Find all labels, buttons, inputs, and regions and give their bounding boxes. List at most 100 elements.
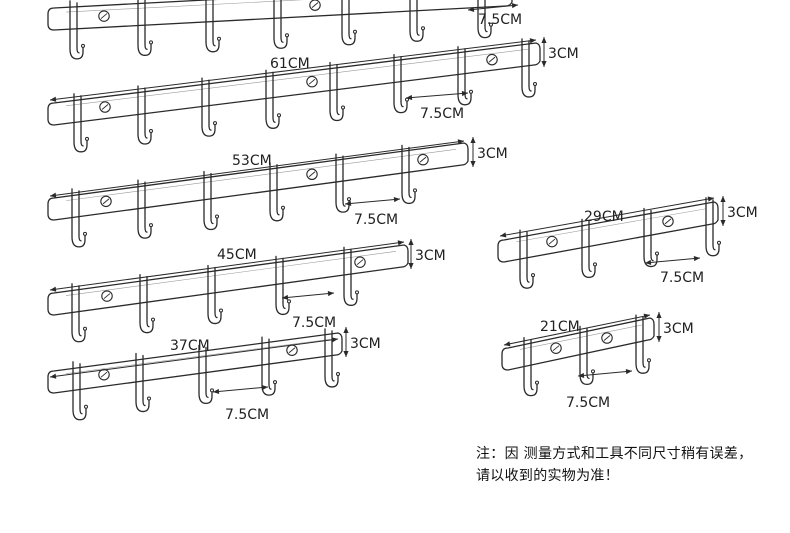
rack-bar	[47, 0, 513, 31]
hook	[521, 38, 536, 98]
hook-tip	[531, 273, 535, 278]
hook-tip	[347, 197, 351, 202]
arrow-head	[282, 294, 289, 301]
spacing-label: 7.5CM	[225, 407, 269, 423]
rack-bar	[47, 142, 469, 221]
hook	[201, 77, 216, 137]
arrow-head	[408, 263, 414, 269]
arrow-head	[50, 286, 57, 292]
arrow-head	[470, 161, 476, 167]
arrow-head	[645, 259, 652, 266]
screw-slot	[308, 171, 316, 178]
hook-tip	[535, 380, 539, 385]
arrow-head	[500, 232, 507, 238]
note-line-1: 注：因 测量方式和工具不同尺寸稍有误差，	[476, 446, 753, 462]
arrow-head	[461, 90, 468, 97]
hook	[329, 61, 344, 122]
screw-slot	[548, 238, 556, 245]
spacing-dimension-line	[344, 198, 401, 205]
hook	[519, 229, 534, 289]
hook-tip	[219, 308, 223, 313]
hook-tip	[147, 396, 151, 401]
rack-bar-highlight	[519, 324, 643, 350]
arrow-head	[331, 337, 338, 343]
rack-bar	[47, 42, 541, 126]
screw-slot	[288, 347, 296, 354]
length-dimension-line	[503, 314, 651, 346]
arrow-head	[656, 312, 662, 318]
rack-bar	[47, 244, 409, 316]
spacing-label: 7.5CM	[354, 212, 398, 228]
hook	[72, 361, 87, 421]
hook-tip	[217, 36, 221, 41]
hook-tip	[213, 121, 217, 126]
note-line-2: 请以收到的实物为准！	[476, 468, 619, 484]
spacing-label: 7.5CM	[292, 315, 336, 331]
arrow-head	[213, 388, 220, 395]
arrow-head	[345, 200, 352, 207]
hook-tip	[413, 188, 417, 193]
rack-bar-highlight	[515, 208, 707, 243]
arrow-head	[511, 3, 518, 9]
hook	[477, 0, 492, 39]
hook-tip	[85, 136, 89, 141]
spacing-dimension-line	[644, 257, 701, 264]
spacing-dimension-line	[405, 92, 469, 99]
arrow-head	[261, 384, 268, 391]
hook	[71, 283, 86, 343]
rack-bar-highlight	[65, 149, 457, 201]
height-label: 3CM	[350, 336, 381, 352]
hook-tip	[81, 43, 85, 48]
spacing-dimension-line	[577, 370, 633, 377]
hook	[137, 179, 152, 239]
spacing-label: 7.5CM	[566, 395, 610, 411]
arrow-head	[343, 327, 349, 333]
length-label: 61CM	[270, 56, 310, 72]
spacing-dimension-line	[281, 292, 335, 299]
hook	[409, 0, 424, 42]
arrow-head	[397, 240, 404, 246]
hook-tip	[421, 26, 425, 31]
spacing-dimension-line	[467, 4, 519, 11]
hook	[523, 336, 538, 397]
hook-tip	[151, 317, 155, 322]
length-label: 53CM	[232, 153, 272, 169]
length-label: 29CM	[584, 209, 624, 225]
hook	[581, 218, 596, 279]
height-label: 3CM	[548, 46, 579, 62]
arrow-head	[408, 239, 414, 245]
hook-tip	[353, 29, 357, 34]
screw-slot	[100, 13, 108, 19]
height-label: 3CM	[477, 146, 508, 162]
height-label: 3CM	[663, 321, 694, 337]
hook	[71, 188, 86, 248]
arrow-head	[470, 137, 476, 143]
hook-tip	[655, 251, 659, 256]
hook-tip	[489, 22, 493, 27]
hook-tip	[84, 404, 88, 409]
arrow-head	[50, 192, 57, 198]
screw-slot	[308, 78, 316, 85]
hook	[343, 246, 358, 306]
arrow-head	[693, 255, 700, 262]
hook-tip	[533, 81, 537, 86]
screw-slot	[101, 104, 109, 110]
hook-tip	[277, 113, 281, 118]
rack-bar-highlight	[65, 48, 529, 107]
arrow-head	[578, 372, 585, 379]
screw-slot	[488, 56, 496, 63]
hook-tip	[83, 326, 87, 331]
hook	[198, 344, 213, 404]
hook	[265, 69, 280, 129]
hook-rack-0: 7.5CM	[47, 0, 522, 60]
arrow-head	[656, 336, 662, 342]
hook-tip	[285, 33, 289, 38]
length-dimension-line	[49, 39, 537, 101]
hook-tip	[336, 371, 340, 376]
screw-slot	[102, 198, 110, 205]
hook	[135, 352, 150, 413]
screw-slot	[311, 2, 319, 8]
hook-tip	[355, 290, 359, 295]
hook	[401, 144, 416, 205]
